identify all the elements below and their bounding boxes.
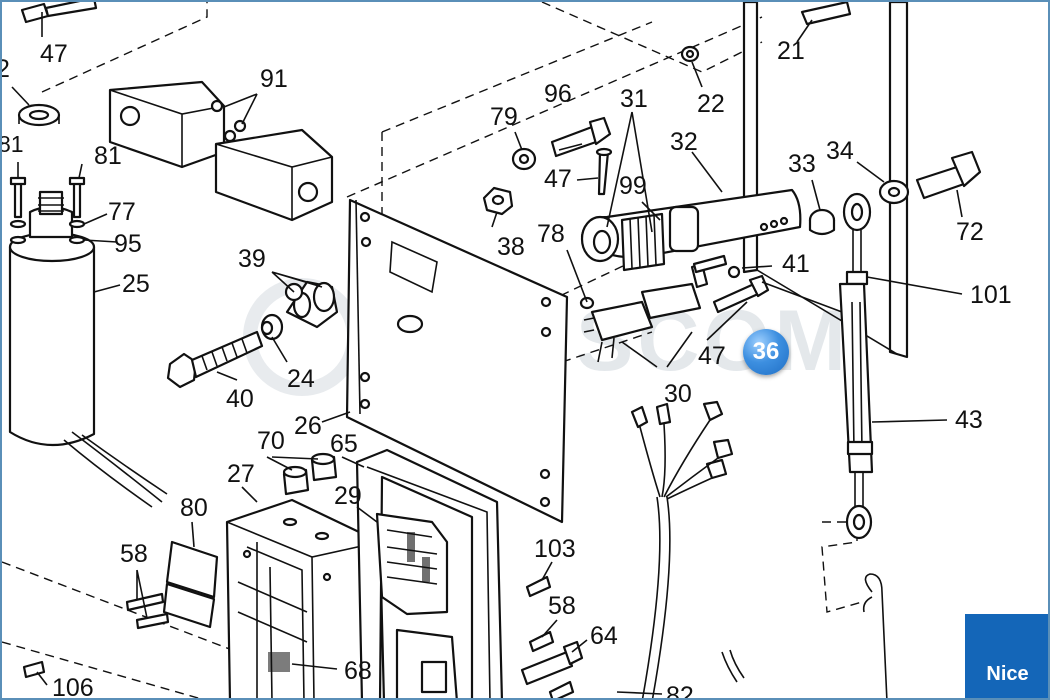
label-64: 64 bbox=[590, 622, 618, 650]
label-106: 106 bbox=[52, 674, 94, 700]
label-101: 101 bbox=[970, 281, 1012, 309]
label-70: 70 bbox=[257, 427, 285, 455]
relays-91 bbox=[108, 80, 334, 222]
cam-assembly-31 bbox=[580, 188, 802, 272]
label-32: 32 bbox=[670, 128, 698, 156]
label-78: 78 bbox=[537, 220, 565, 248]
label-41: 41 bbox=[782, 250, 810, 278]
label-43: 43 bbox=[955, 406, 983, 434]
label-103: 103 bbox=[534, 535, 576, 563]
washer-22-bolt-21 bbox=[680, 2, 852, 63]
bushings-39 bbox=[284, 280, 339, 329]
wiring-harness bbox=[630, 400, 745, 698]
spacer-24 bbox=[260, 313, 284, 341]
bolt-36 bbox=[692, 254, 770, 314]
label-72: 72 bbox=[956, 218, 984, 246]
label-99: 99 bbox=[619, 172, 647, 200]
label-82: 82 bbox=[666, 682, 694, 700]
label-65: 65 bbox=[330, 430, 358, 458]
label-91: 91 bbox=[260, 65, 288, 93]
bolt-47-top bbox=[20, 2, 98, 24]
washer-79 bbox=[511, 147, 537, 171]
brand-logo-text: Nice bbox=[986, 663, 1029, 685]
highlighted-part-number: 36 bbox=[752, 338, 780, 365]
gasket-65 bbox=[355, 448, 504, 698]
label-96: 96 bbox=[544, 80, 572, 108]
label-24: 24 bbox=[287, 365, 315, 393]
microswitches-30 bbox=[579, 262, 709, 363]
callout-labels: 47 91 81 81 77 95 25 2 79 96 31 22 21 32… bbox=[2, 37, 1012, 700]
washer-34-bolt-72 bbox=[878, 150, 982, 205]
label-26: 26 bbox=[294, 412, 322, 440]
label-34: 34 bbox=[826, 137, 854, 165]
label-77: 77 bbox=[108, 198, 136, 226]
label-33: 33 bbox=[788, 150, 816, 178]
pcb-29 bbox=[375, 512, 458, 698]
label-30: 30 bbox=[664, 380, 692, 408]
bolt-40 bbox=[166, 330, 264, 389]
label-47-low: 47 bbox=[698, 342, 726, 370]
screw-47-mid bbox=[595, 147, 613, 196]
highlighted-part-badge[interactable]: 36 bbox=[743, 329, 789, 375]
label-58-left: 58 bbox=[120, 540, 148, 568]
hook bbox=[862, 573, 888, 698]
label-95: 95 bbox=[114, 230, 142, 258]
label-39: 39 bbox=[238, 245, 266, 273]
label-81-right: 81 bbox=[94, 142, 122, 170]
motor-25 bbox=[8, 190, 168, 508]
leader-lines bbox=[11, 12, 963, 695]
label-29: 29 bbox=[334, 482, 362, 510]
label-27: 27 bbox=[227, 460, 255, 488]
label-38: 38 bbox=[497, 233, 525, 261]
gland-nuts-70 bbox=[282, 452, 338, 496]
label-21: 21 bbox=[777, 37, 805, 65]
spacer-33 bbox=[808, 208, 836, 236]
screws-58-left bbox=[125, 592, 170, 630]
screws-81 bbox=[9, 176, 86, 245]
label-81-left: 81 bbox=[2, 131, 24, 157]
bracket-80 bbox=[162, 540, 219, 629]
label-80: 80 bbox=[180, 494, 208, 522]
label-47-mid: 47 bbox=[544, 165, 572, 193]
brand-logo: Nice bbox=[965, 614, 1048, 698]
enclosure-box-27 bbox=[225, 498, 386, 698]
label-79: 79 bbox=[490, 103, 518, 131]
label-2: 2 bbox=[2, 55, 10, 83]
turnbuckle-43 bbox=[761, 192, 874, 540]
control-plate-26 bbox=[345, 198, 569, 524]
label-22: 22 bbox=[697, 90, 725, 118]
label-40: 40 bbox=[226, 385, 254, 413]
washer-2 bbox=[17, 103, 61, 127]
label-31: 31 bbox=[620, 85, 648, 113]
label-58-right: 58 bbox=[548, 592, 576, 620]
nut-38 bbox=[482, 186, 514, 216]
label-47-top: 47 bbox=[40, 40, 68, 68]
label-25: 25 bbox=[122, 270, 150, 298]
label-68: 68 bbox=[344, 657, 372, 685]
